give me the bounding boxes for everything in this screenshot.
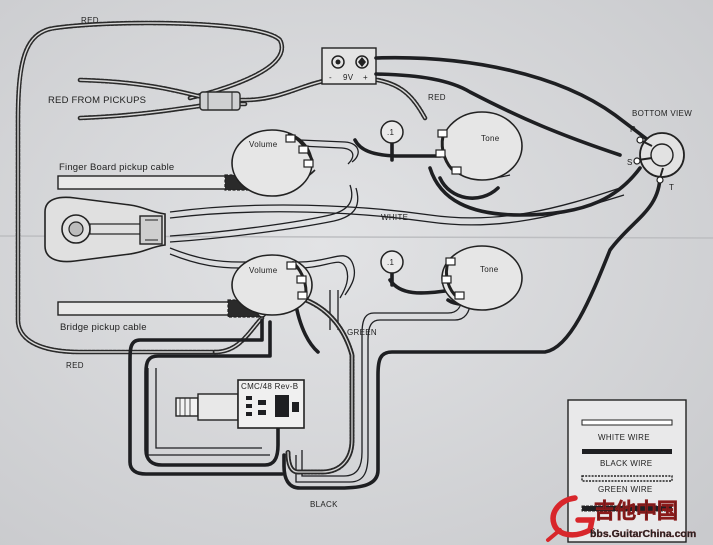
capacitor-top: .1	[380, 120, 404, 144]
label-red-right: RED	[428, 93, 446, 102]
capacitor-top-label: .1	[387, 128, 395, 137]
watermark: 吉他中国 bbs.GuitarChina.com	[546, 495, 696, 542]
volume-pot-bottom: Volume	[231, 254, 313, 316]
volume-top-label: Volume	[249, 140, 278, 149]
preamp-label: CMC/48 Rev-B	[241, 382, 298, 391]
jack-r-label: R	[630, 125, 636, 134]
white-vol1-jumper	[299, 139, 359, 163]
white-wire-to-vol1	[169, 184, 353, 237]
preamp-outer-wire	[128, 318, 284, 476]
output-jack: BOTTOM VIEW R S T	[627, 109, 692, 192]
tone-pot-bottom: Tone	[441, 245, 523, 311]
label-red-from-pickups: RED FROM PICKUPS	[48, 95, 146, 106]
red-harness	[15, 20, 428, 355]
label-green: GREEN	[347, 328, 377, 337]
label-black: BLACK	[310, 500, 338, 509]
black-wires	[128, 55, 662, 490]
battery-snap: - 9V +	[321, 47, 377, 85]
jack-s-label: S	[627, 158, 633, 167]
tone-top-label: Tone	[481, 134, 500, 143]
legend-partial-label: B	[590, 527, 596, 536]
legend-white-wire: WHITE WIRE	[598, 433, 650, 442]
tone-pot-top: Tone	[435, 111, 523, 181]
capacitor-bottom: .1	[380, 250, 404, 274]
battery-to-jack-wire	[374, 55, 650, 142]
label-bridge-cable: Bridge pickup cable	[60, 322, 147, 333]
volume-pot-top: Volume	[231, 129, 314, 197]
preamp-board: CMC/48 Rev-B	[175, 379, 305, 429]
label-finger-board-cable: Finger Board pickup cable	[59, 162, 174, 173]
tone-bottom-label: Tone	[480, 265, 499, 274]
battery-label: 9V	[343, 73, 354, 82]
legend-black-wire: BLACK WIRE	[600, 459, 652, 468]
watermark-logo-icon	[550, 495, 596, 538]
white-wires	[147, 139, 625, 483]
bottom-view-label: BOTTOM VIEW	[632, 109, 692, 118]
tone-to-jack-wire	[428, 166, 642, 217]
green-wire	[285, 297, 355, 475]
jack-t-label: T	[669, 183, 674, 192]
volume-bottom-label: Volume	[249, 266, 278, 275]
label-red-bottom: RED	[66, 361, 84, 370]
svg-text:-: -	[329, 73, 332, 82]
preamp-loop-wire	[144, 320, 280, 467]
watermark-url: bbs.GuitarChina.com	[590, 528, 696, 540]
svg-text:+: +	[363, 73, 368, 82]
capacitor-bottom-label: .1	[387, 258, 395, 267]
label-white: WHITE	[381, 213, 408, 222]
jack-sleeve-black-wire	[282, 173, 662, 490]
left-connector	[44, 196, 166, 263]
white-wire-main	[169, 187, 621, 219]
battery-to-jack-wire-2	[374, 72, 622, 157]
label-red-top: RED	[81, 16, 99, 25]
legend-green-wire: GREEN WIRE	[598, 485, 653, 494]
harness-connector	[199, 91, 241, 111]
white-wire-to-vol2	[169, 247, 356, 296]
tone-ground-wire	[438, 176, 500, 200]
watermark-brand: 吉他中国	[594, 499, 678, 523]
vol1-to-tone-wire	[353, 138, 442, 158]
